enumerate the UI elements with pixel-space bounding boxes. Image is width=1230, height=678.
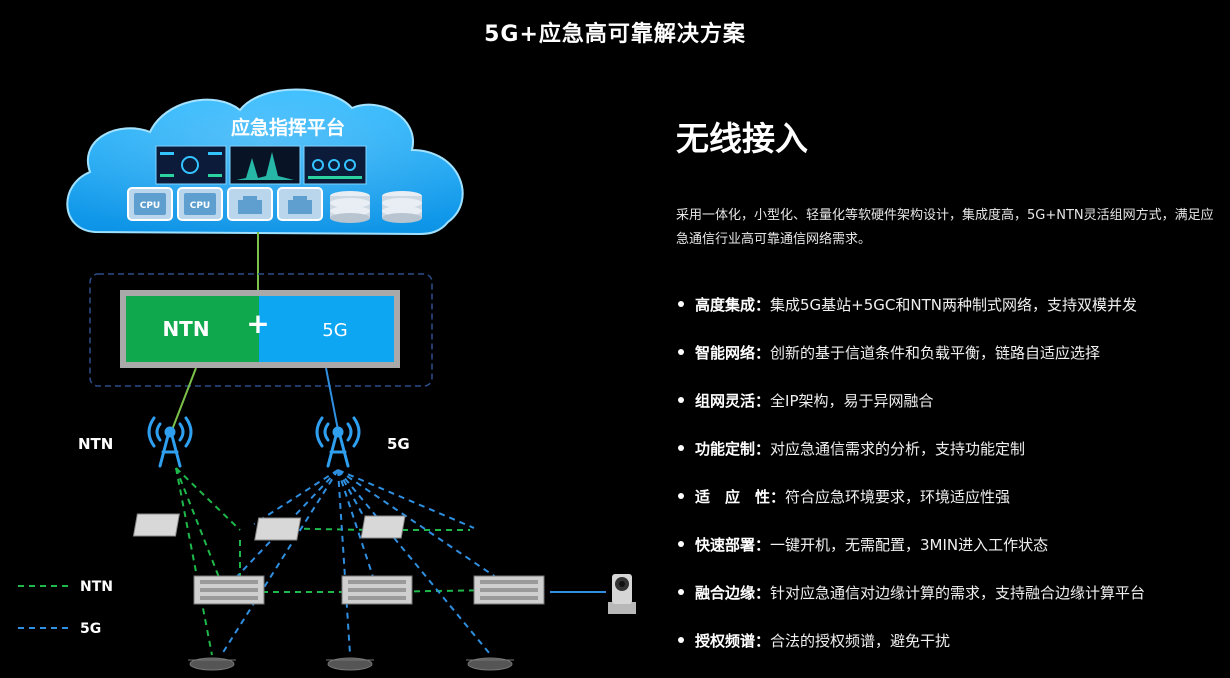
dashboard-screen-1-icon	[155, 145, 227, 185]
base-station-icon	[193, 575, 265, 605]
cpu-icon: CPU	[127, 187, 173, 221]
plus-symbol: +	[246, 307, 269, 340]
ntn-uplink-line	[171, 367, 197, 431]
ntn-links	[175, 467, 501, 656]
5g-tower-icon	[315, 416, 361, 468]
5g-links	[221, 469, 507, 655]
ntn-tower-label: NTN	[78, 435, 113, 453]
legend: NTN 5G	[18, 579, 113, 637]
feature-text: 全IP架构，易于异网融合	[770, 392, 934, 410]
feature-text: 针对应急通信对边缘计算的需求，支持融合边缘计算平台	[770, 584, 1146, 602]
intro-text: 采用一体化，小型化、轻量化等软硬件架构设计，集成度高，5G+NTN灵活组网方式，…	[676, 208, 1214, 247]
network-diagram: 应急指挥平台 CPU	[18, 88, 636, 671]
feature-key: 快速部署：	[695, 536, 771, 554]
network-port-icon	[227, 187, 273, 221]
dashboard-screen-2-icon	[229, 145, 301, 185]
5g-tower-label: 5G	[387, 435, 410, 453]
feature-text: 集成5G基站+5GC和NTN两种制式网络，支持双模并发	[770, 296, 1137, 314]
feature-item: 融合边缘：针对应急通信对边缘计算的需求，支持融合边缘计算平台	[676, 582, 1221, 630]
radio-unit-icon	[360, 515, 406, 539]
feature-text: 对应急通信需求的分析，支持功能定制	[770, 440, 1026, 458]
camera-icon	[608, 574, 636, 614]
drone-icon	[188, 657, 236, 671]
ntn-tower-icon	[147, 416, 193, 468]
feature-text: 一键开机，无需配置，3MIN进入工作状态	[770, 536, 1049, 554]
drones	[188, 657, 514, 671]
radio-unit-icon	[132, 513, 180, 537]
feature-key: 组网灵活：	[695, 392, 771, 410]
feature-text: 创新的基于信道条件和负载平衡，链路自适应选择	[770, 344, 1101, 362]
dashboard-screen-3-icon	[303, 145, 367, 185]
ntn-core-segment	[126, 296, 259, 362]
base-station-icon	[473, 575, 545, 605]
base-stations	[193, 575, 545, 605]
feature-key: 智能网络：	[695, 344, 771, 362]
feature-item: 授权频谱：合法的授权频谱，避免干扰	[676, 630, 1221, 678]
feature-text: 合法的授权频谱，避免干扰	[770, 632, 951, 650]
section-title: 无线接入	[676, 119, 808, 158]
feature-item: 快速部署：一键开机，无需配置，3MIN进入工作状态	[676, 534, 1221, 582]
feature-item: 适 应 性：符合应急环境要求，环境适应性强	[676, 486, 1221, 534]
feature-item: 智能网络：创新的基于信道条件和负载平衡，链路自适应选择	[676, 342, 1221, 390]
cpu-icon: CPU	[177, 187, 223, 221]
svg-text:CPU: CPU	[190, 201, 211, 211]
feature-item: 高度集成：集成5G基站+5GC和NTN两种制式网络，支持双模并发	[676, 294, 1221, 342]
5g-uplink-line	[325, 367, 339, 431]
cloud-title: 应急指挥平台	[231, 116, 345, 139]
legend-5g-label: 5G	[80, 621, 101, 637]
right-panel: 无线接入 采用一体化，小型化、轻量化等软硬件架构设计，集成度高，5G+NTN灵活…	[676, 112, 1221, 678]
svg-text:CPU: CPU	[140, 201, 161, 211]
legend-ntn-label: NTN	[80, 579, 113, 595]
base-station-icon	[341, 575, 413, 605]
feature-key: 高度集成：	[695, 296, 771, 314]
5g-core-label: 5G	[322, 320, 347, 341]
dashboard-screens	[155, 145, 367, 185]
feature-item: 组网灵活：全IP架构，易于异网融合	[676, 390, 1221, 438]
network-port-icon	[277, 187, 323, 221]
radio-unit-icon	[254, 517, 302, 541]
radio-units	[132, 513, 406, 541]
feature-list: 高度集成：集成5G基站+5GC和NTN两种制式网络，支持双模并发 智能网络：创新…	[676, 294, 1221, 678]
database-icon	[330, 191, 370, 223]
drone-icon	[466, 657, 514, 671]
core-box	[120, 290, 400, 368]
database-icon	[382, 191, 422, 223]
page-title: 5G+应急高可靠解决方案	[484, 22, 746, 47]
ntn-core-label: NTN	[162, 317, 209, 341]
feature-key: 适 应 性：	[695, 488, 786, 506]
feature-item: 功能定制：对应急通信需求的分析，支持功能定制	[676, 438, 1221, 486]
feature-key: 授权频谱：	[695, 632, 771, 650]
feature-text: 符合应急环境要求，环境适应性强	[785, 488, 1011, 506]
drone-icon	[326, 657, 374, 671]
5g-core-segment	[259, 296, 394, 362]
core-container	[89, 273, 433, 387]
hardware-icons: CPU CPU	[127, 187, 422, 223]
feature-key: 融合边缘：	[695, 584, 771, 602]
feature-key: 功能定制：	[695, 440, 771, 458]
